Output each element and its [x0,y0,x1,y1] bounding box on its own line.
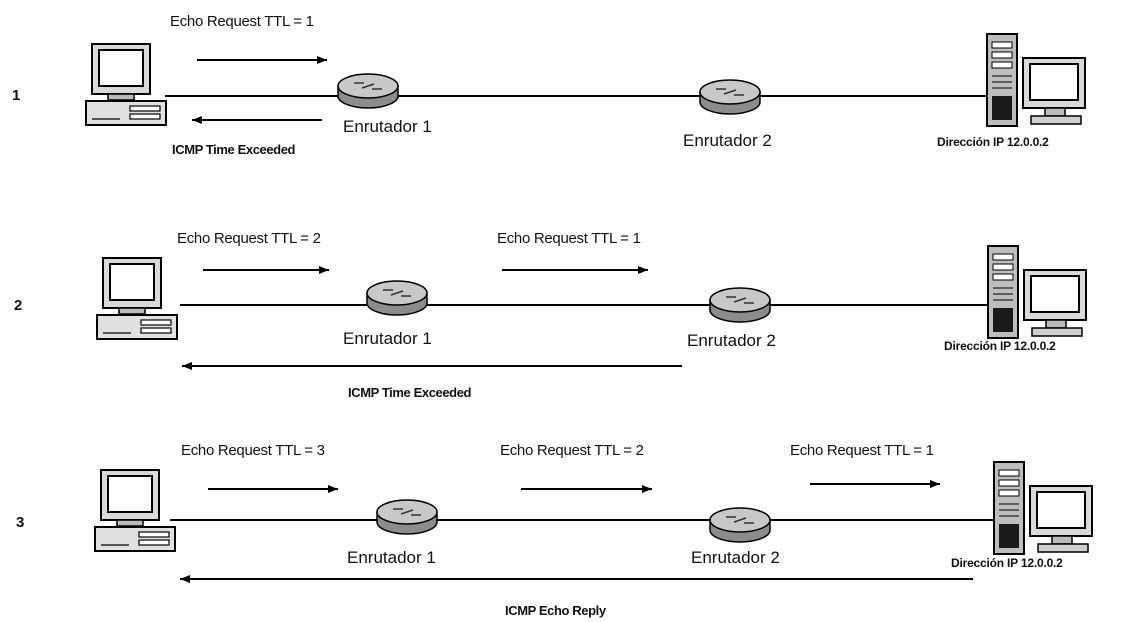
scenario-3-router-2-label: Enrutador 2 [691,548,780,567]
scenario-2-number: 2 [14,297,23,314]
scenario-2-router-2-icon [709,287,771,323]
scenario-1-reply-arrow-head [192,116,202,124]
scenario-3-source-computer-icon [94,469,176,552]
scenario-3-destination-ip-label: Dirección IP 12.0.0.2 [951,556,1063,570]
scenario-2-router-1-label: Enrutador 1 [343,329,432,348]
scenario-1-request-label-1: Echo Request TTL = 1 [170,13,314,30]
scenario-1-router-2-icon [699,79,761,115]
scenario-1-destination-server-icon [986,33,1086,127]
scenario-1-router-1-label: Enrutador 1 [343,117,432,136]
scenario-3-request-arrow-1-head [328,485,338,493]
scenario-1-destination-ip-label: Dirección IP 12.0.0.2 [937,135,1049,149]
scenario-3-router-1-label: Enrutador 1 [347,548,436,567]
scenario-3-request-label-1: Echo Request TTL = 3 [181,442,325,459]
scenario-1-number: 1 [12,87,21,104]
scenario-3-request-arrow-2-head [642,485,652,493]
scenario-2-request-arrow-1-head [319,266,329,274]
scenario-2-request-arrow-2-head [638,266,648,274]
scenario-1-reply-label: ICMP Time Exceeded [172,142,296,157]
scenario-2-router-1-icon [366,280,428,316]
scenario-3-reply-label: ICMP Echo Reply [505,603,606,618]
scenario-3-reply-arrow-head [180,575,190,583]
scenario-2-request-label-2: Echo Request TTL = 1 [497,230,641,247]
scenario-2-router-2-label: Enrutador 2 [687,331,776,350]
scenario-1-source-computer-icon [85,43,167,126]
scenario-2-reply-arrow-head [182,362,192,370]
scenario-3-destination-server-icon [993,461,1093,555]
scenario-1-request-arrow-1-head [317,56,327,64]
scenario-1-router-1-icon [337,73,399,109]
scenario-3-number: 3 [16,514,25,531]
scenario-2-source-computer-icon [96,257,178,340]
scenario-3-request-label-2: Echo Request TTL = 2 [500,442,644,459]
scenario-3-request-label-3: Echo Request TTL = 1 [790,442,934,459]
scenario-2-destination-server-icon [987,245,1087,339]
scenario-3-router-2-icon [709,507,771,543]
scenario-2-reply-label: ICMP Time Exceeded [348,385,472,400]
scenario-3-router-1-icon [376,499,438,535]
scenario-2-destination-ip-label: Dirección IP 12.0.0.2 [944,339,1056,353]
scenario-2-request-label-1: Echo Request TTL = 2 [177,230,321,247]
scenario-3-request-arrow-3-head [930,480,940,488]
scenario-1-router-2-label: Enrutador 2 [683,131,772,150]
